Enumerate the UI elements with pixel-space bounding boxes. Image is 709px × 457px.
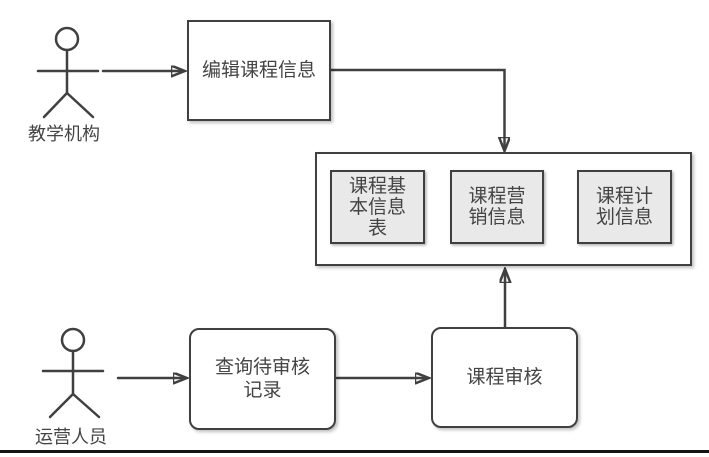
course-plan-info-box: 课程计 划信息 (577, 170, 672, 244)
arrow-edit-to-data-group (329, 68, 505, 150)
edit-course-info-box: 编辑课程信息 (187, 20, 331, 121)
course-review-box: 课程审核 (431, 327, 578, 428)
course-marketing-info-box: 课程营 销信息 (450, 170, 544, 244)
query-pending-review-box: 查询待审核 记录 (189, 328, 336, 430)
course-basic-info-box: 课程基 本信息 表 (330, 170, 425, 244)
actor-teaching-icon (36, 26, 100, 119)
bottom-divider (0, 450, 709, 453)
actor-operations-icon (41, 327, 105, 419)
actor-teaching-label: 教学机构 (28, 124, 100, 144)
actor-operations-label: 运营人员 (35, 427, 107, 447)
